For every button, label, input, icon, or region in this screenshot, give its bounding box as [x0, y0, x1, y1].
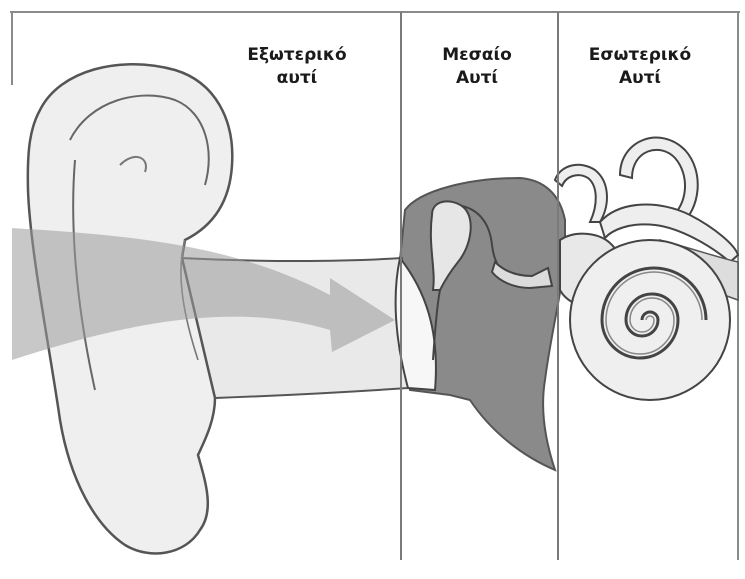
label-inner-ear: Εσωτερικό Αυτί: [565, 44, 715, 90]
cochlea-icon: [570, 240, 730, 400]
label-outer-ear: Εξωτερικό αυτί: [222, 44, 372, 90]
label-middle-ear-line1: Μεσαίο: [412, 44, 542, 67]
label-middle-ear: Μεσαίο Αυτί: [412, 44, 542, 90]
label-middle-ear-line2: Αυτί: [412, 67, 542, 90]
label-outer-ear-line1: Εξωτερικό: [222, 44, 372, 67]
label-outer-ear-line2: αυτί: [222, 67, 372, 90]
label-inner-ear-line2: Αυτί: [565, 67, 715, 90]
label-inner-ear-line1: Εσωτερικό: [565, 44, 715, 67]
